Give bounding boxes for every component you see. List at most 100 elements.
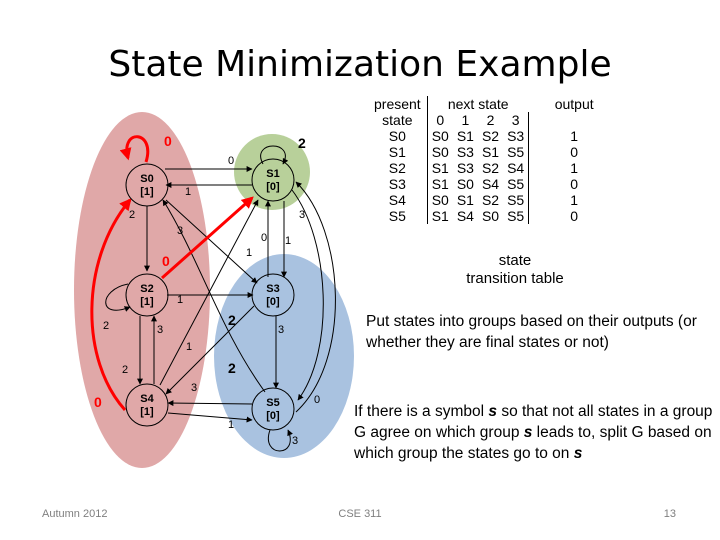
node-s1 (251, 158, 295, 202)
edge-s1-self (260, 145, 289, 165)
edge-s3-s4 (165, 305, 255, 395)
label-s3-s1: 0 (261, 232, 267, 244)
col-present-head: present (374, 96, 421, 112)
grouping-explanation: Put states into groups based on their ou… (366, 313, 697, 351)
next-state-cell: S1 (456, 128, 474, 144)
node-s0 (125, 163, 169, 207)
next-state-cell: S2 (481, 192, 500, 208)
next-state-cell: S1 (481, 144, 500, 160)
label-s1-self: 2 (298, 135, 306, 151)
splitting-explanation: If there is a symbol s so that not all s… (354, 403, 713, 462)
col-input-2: 2 (486, 112, 495, 128)
col-input-0: 0 (436, 112, 445, 128)
edge-s2-self (105, 283, 131, 312)
state-transition-table: present next state output state 0 1 2 3 … (370, 96, 690, 224)
present-state-cell: S0 (388, 128, 406, 144)
next-state-cell: S1 (431, 208, 449, 224)
next-state-cell: S3 (456, 160, 474, 176)
output-cell: 0 (570, 208, 579, 224)
next-state-cell: S0 (456, 176, 474, 192)
next-state-cell: S3 (503, 128, 530, 144)
node-s0-output: [1] (140, 186, 154, 198)
label-s1-s0: 1 (185, 186, 191, 198)
edge-s4-s0-highlight (90, 198, 132, 412)
next-state-cell: S2 (481, 128, 500, 144)
edge-s0-self-highlight (119, 135, 150, 163)
state-diagram: S0 [1] S1 [0] S2 [1] S3 [0] S4 [1] S5 [0… (74, 112, 354, 468)
edge-s5-s1 (295, 181, 336, 413)
col-state-head: state (382, 112, 413, 128)
output-cell: 1 (570, 192, 579, 208)
label-s1-s3: 1 (285, 235, 291, 247)
output-cell: 1 (570, 160, 579, 176)
label-s3-s4: 2 (228, 312, 236, 328)
node-s4-output: [1] (140, 406, 154, 418)
node-s2 (125, 273, 169, 317)
next-state-cell: S0 (431, 144, 449, 160)
next-state-cell: S5 (503, 192, 530, 208)
symbol-s: s (523, 424, 533, 441)
symbol-s: s (488, 403, 498, 420)
label-s4-s2: 2 (122, 364, 128, 376)
next-state-cell: S4 (456, 208, 474, 224)
next-state-cell: S5 (503, 208, 530, 224)
next-state-cell: S5 (503, 144, 530, 160)
present-state-cell: S1 (388, 144, 406, 160)
edge-s4-s1 (159, 199, 259, 386)
next-state-cell: S4 (503, 160, 530, 176)
edge-s3-s0-long (162, 199, 266, 393)
label-s2-s3: 1 (177, 294, 183, 306)
col-output-head: output (554, 96, 594, 112)
next-state-cell: S1 (431, 176, 449, 192)
node-s4 (125, 383, 169, 427)
node-s1-name: S1 (266, 168, 279, 180)
node-s2-name: S2 (140, 283, 153, 295)
node-s3-output: [0] (266, 296, 280, 308)
footer-course: CSE 311 (338, 508, 382, 520)
label-s0-s2: 2 (129, 209, 135, 221)
present-state-cell: S2 (388, 160, 406, 176)
output-cell: 1 (570, 128, 579, 144)
node-s5 (251, 387, 295, 431)
edge-s2-s1-highlight (161, 196, 254, 280)
group-final-states (74, 112, 210, 468)
next-state-cell: S3 (456, 144, 474, 160)
label-s4-s5: 1 (228, 419, 234, 431)
output-cell: 0 (570, 144, 579, 160)
next-state-cell: S0 (431, 192, 449, 208)
present-state-cell: S3 (388, 176, 406, 192)
symbol-s: s (573, 445, 583, 462)
label-s1-s5: 3 (299, 209, 305, 221)
present-state-cell: S5 (388, 208, 406, 224)
label-s0-self: 0 (164, 133, 172, 149)
slide-title: State Minimization Example (108, 44, 612, 85)
table-caption-line1: state (498, 252, 532, 269)
node-s5-output: [0] (266, 410, 280, 422)
edge-s1-s5 (291, 189, 324, 401)
label-s3-s5: 3 (278, 324, 284, 336)
edge-s5-self (267, 429, 293, 452)
node-s0-name: S0 (140, 173, 153, 185)
label-s5-self: 3 (292, 435, 298, 447)
next-state-cell: S4 (481, 176, 500, 192)
label-s2-s1: 0 (162, 253, 170, 269)
label-s5-s1: 0 (314, 394, 320, 406)
next-state-cell: S5 (503, 176, 530, 192)
next-state-cell: S0 (431, 128, 449, 144)
node-s3-name: S3 (266, 283, 279, 295)
next-state-cell: S1 (456, 192, 474, 208)
edge-s0-s3 (165, 199, 258, 284)
label-s2-self: 2 (103, 320, 109, 332)
label-s1-s4: 1 (246, 247, 252, 259)
label-s4-s3: 3 (191, 382, 197, 394)
table-caption-line2: transition table (466, 270, 564, 287)
edge-s4-s5 (167, 412, 253, 423)
node-s3 (251, 273, 295, 317)
node-s2-output: [1] (140, 296, 154, 308)
